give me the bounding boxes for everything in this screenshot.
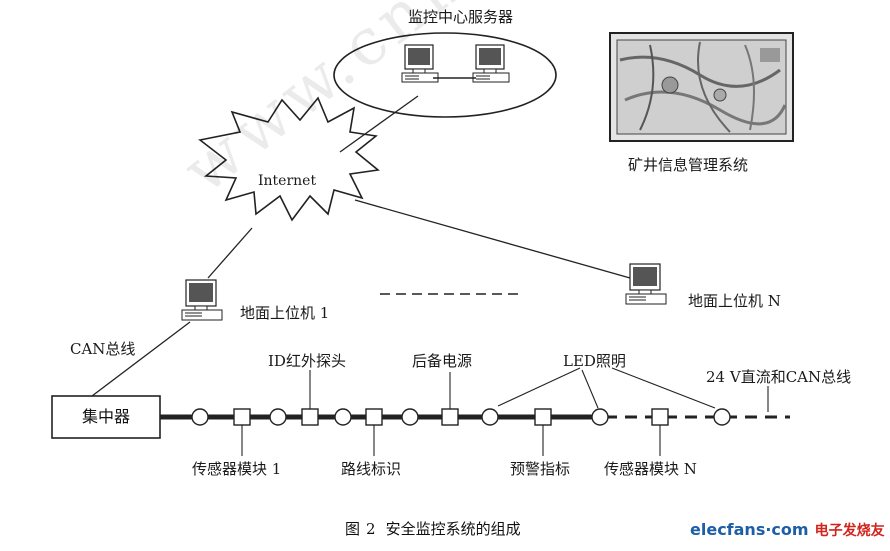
concentrator-label: 集中器 (81, 407, 130, 426)
leader-led-2 (581, 369, 599, 409)
bus-circle-node (713, 408, 731, 426)
bus-circle-node (481, 408, 499, 426)
bus-circle-node (591, 408, 609, 426)
bus-circle-node (401, 408, 419, 426)
hostN-label: 地面上位机 N (688, 292, 781, 310)
leader-lines (241, 367, 769, 456)
led-light-label: LED照明 (563, 352, 626, 370)
id-infrared-label: ID红外探头 (268, 352, 346, 370)
sensorN-label: 传感器模块 N (604, 460, 697, 478)
route-marker-label: 路线标识 (341, 460, 402, 478)
brand-name: elecfans·com (690, 520, 809, 539)
host1-label: 地面上位机 1 (240, 304, 330, 322)
can-bus-label: CAN总线 (70, 340, 136, 358)
bus-square-node (534, 408, 552, 426)
internet-hostN-link (354, 199, 631, 279)
sensor1-label: 传感器模块 1 (192, 460, 282, 478)
bus-square-node (441, 408, 459, 426)
caption-title: 安全监控系统的组成 (385, 520, 521, 538)
caption-prefix: 图 (345, 520, 361, 538)
bus-circle-node (269, 408, 287, 426)
mine-info-map-image (609, 32, 794, 142)
can-bus-link (91, 321, 191, 397)
server-computer-right-icon (472, 44, 510, 83)
server-computer-left-icon (401, 44, 439, 83)
backup-power-label: 后备电源 (412, 352, 473, 370)
caption-number: 2 (366, 520, 376, 538)
host1-computer-icon (181, 279, 223, 321)
mine-info-label: 矿井信息管理系统 (628, 156, 749, 174)
bus-circle-node (334, 408, 352, 426)
dc-can-label: 24 V直流和CAN总线 (706, 368, 852, 386)
server-group-label: 监控中心服务器 (408, 8, 514, 26)
server-group-ellipse (333, 32, 557, 118)
warning-label: 预警指标 (510, 460, 571, 478)
bus-square-node (651, 408, 669, 426)
internet-host1-link (207, 227, 253, 279)
internet-cloud-shape (198, 96, 380, 222)
bus-node-circles (191, 408, 731, 426)
bus-square-node (365, 408, 383, 426)
hostN-computer-icon (625, 263, 667, 305)
bus-circle-node (191, 408, 209, 426)
leader-led-3 (611, 367, 716, 409)
elecfans-logo: elecfans·com 电子发烧友 (690, 520, 885, 540)
internet-label: Internet (258, 173, 317, 189)
internet-server-link (339, 95, 419, 153)
brand-cn: 电子发烧友 (814, 523, 885, 539)
leader-led-1 (497, 367, 581, 407)
bus-square-node (301, 408, 319, 426)
bus-square-node (233, 408, 251, 426)
